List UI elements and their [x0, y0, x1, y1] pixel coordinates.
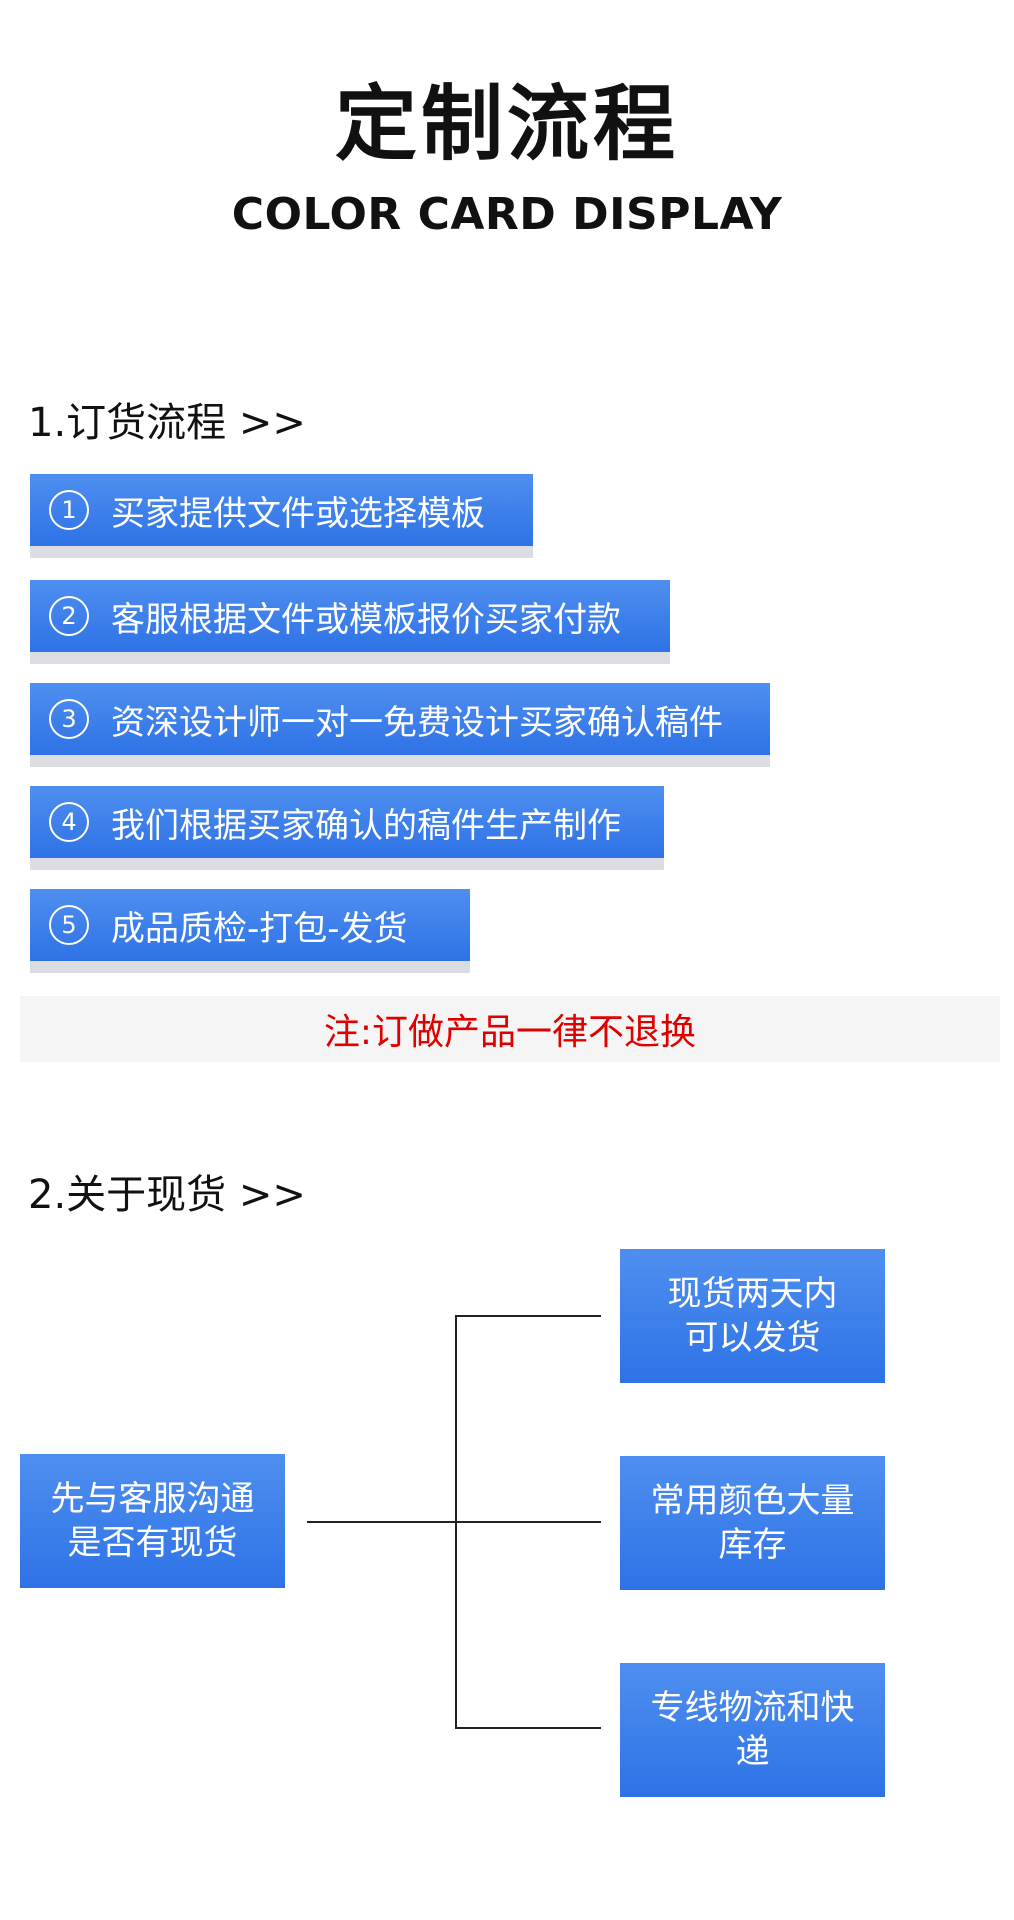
page-title: 定制流程 — [334, 77, 679, 172]
step-label: 买家提供文件或选择模板 — [111, 493, 485, 534]
flow-source-box: 先与客服沟通 是否有现货 — [20, 1454, 285, 1588]
step-bar: 5 成品质检-打包-发货 — [30, 889, 470, 961]
section-heading-order-process: 1.订货流程 >> — [28, 400, 306, 446]
flow-box-text-line: 常用颜色大量 — [650, 1481, 855, 1521]
step-number-badge: 2 — [49, 596, 89, 636]
step-bar: 2 客服根据文件或模板报价买家付款 — [30, 580, 670, 652]
section-heading-in-stock: 2.关于现货 >> — [28, 1172, 306, 1218]
flow-box-text-line: 现货两天内 — [667, 1274, 838, 1314]
flow-box-text-line: 是否有现货 — [67, 1523, 238, 1563]
notice-box: 注:订做产品一律不退换 — [20, 996, 1000, 1062]
flow-target-box: 专线物流和快 递 — [620, 1663, 885, 1797]
connector-line-main — [307, 1521, 601, 1523]
step-number-badge: 1 — [49, 490, 89, 530]
connector-line-top — [455, 1315, 601, 1317]
step-label: 资深设计师一对一免费设计买家确认稿件 — [111, 702, 723, 743]
step-number-badge: 5 — [49, 905, 89, 945]
flow-target-box: 常用颜色大量 库存 — [620, 1456, 885, 1590]
notice-text: 注:订做产品一律不退换 — [323, 1012, 697, 1053]
step-bar: 3 资深设计师一对一免费设计买家确认稿件 — [30, 683, 770, 755]
flow-box-text-line: 先与客服沟通 — [50, 1479, 255, 1519]
step-number-badge: 4 — [49, 802, 89, 842]
page-subtitle: COLOR CARD DISPLAY — [231, 189, 783, 240]
flow-box-text-line: 专线物流和快 — [650, 1688, 855, 1728]
step-label: 我们根据买家确认的稿件生产制作 — [111, 805, 621, 846]
flow-box-text-line: 可以发货 — [684, 1318, 821, 1358]
step-label: 成品质检-打包-发货 — [111, 908, 408, 949]
connector-line-bottom — [455, 1727, 601, 1729]
step-label: 客服根据文件或模板报价买家付款 — [111, 599, 621, 640]
connector-line-vertical — [455, 1316, 457, 1729]
flow-box-text-line: 库存 — [718, 1525, 787, 1565]
flow-target-box: 现货两天内 可以发货 — [620, 1249, 885, 1383]
step-bar: 1 买家提供文件或选择模板 — [30, 474, 533, 546]
step-number-badge: 3 — [49, 699, 89, 739]
step-bar: 4 我们根据买家确认的稿件生产制作 — [30, 786, 664, 858]
flow-box-text-line: 递 — [735, 1732, 770, 1772]
